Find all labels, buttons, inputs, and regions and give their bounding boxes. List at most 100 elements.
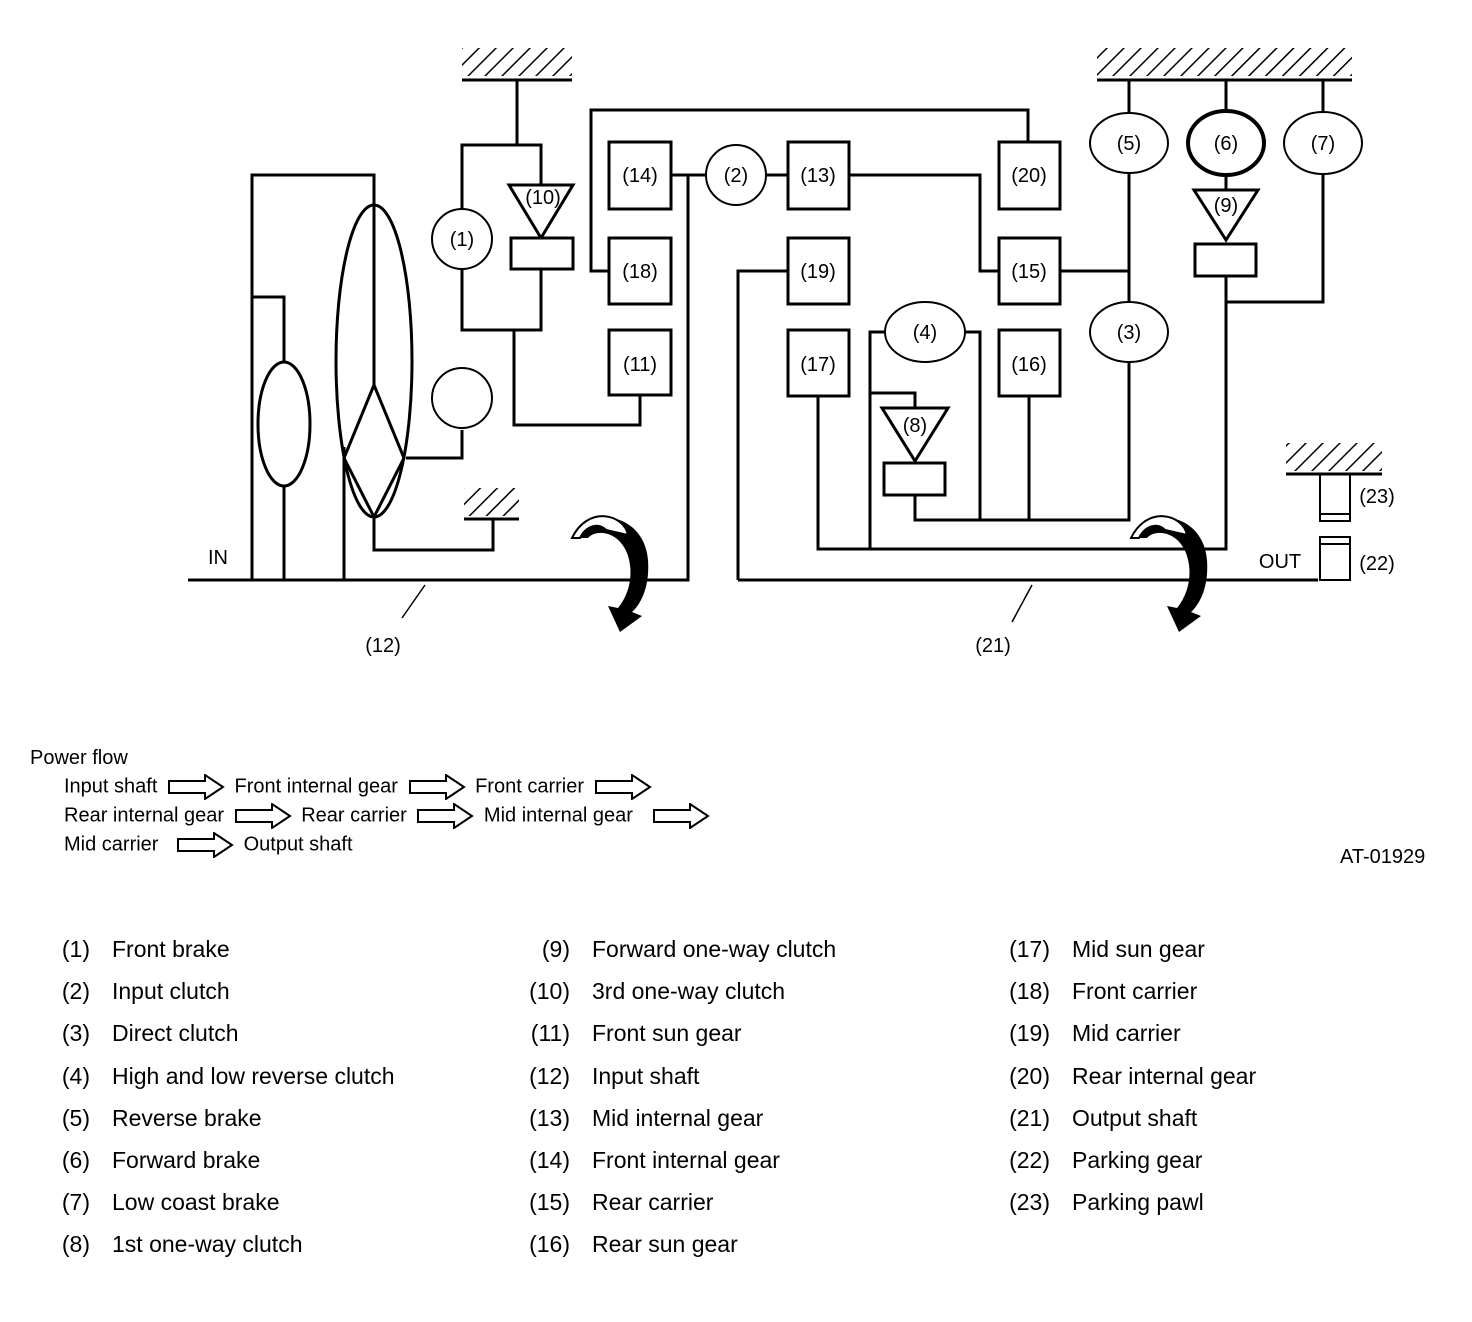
legend-item: (4)High and low reverse clutch	[30, 1061, 395, 1103]
legend-number: (9)	[541, 936, 570, 962]
legend-item: (17)Mid sun gear	[990, 934, 1256, 976]
legend-number: (16)	[529, 1231, 570, 1258]
legend-item: (21)Output shaft	[990, 1103, 1256, 1145]
forward-one-way-clutch	[1191, 188, 1261, 278]
legend-number: (11)	[530, 1020, 570, 1047]
legend-item: (2)Input clutch	[30, 976, 395, 1018]
front-brake	[431, 208, 493, 270]
legend-name: Rear carrier	[592, 1189, 714, 1216]
direct-clutch	[1089, 301, 1169, 363]
label-8: (8)	[903, 415, 927, 437]
power-flow-line-3: Mid carrier Output shaft	[64, 832, 353, 858]
legend-name: Mid internal gear	[592, 1104, 764, 1131]
legend-number: (4)	[61, 1062, 90, 1089]
parking-pawl	[1319, 474, 1351, 522]
high-low-reverse-clutch	[884, 301, 966, 363]
legend-number: (13)	[529, 1104, 570, 1131]
flow-arrow-icon	[177, 832, 234, 858]
legend-item: (22) Parking gear	[990, 1145, 1256, 1187]
label-3: (3)	[1117, 322, 1141, 344]
flow-step: Mid carrier	[64, 833, 159, 856]
legend-number: (12)	[529, 1062, 570, 1089]
label-10: (10)	[525, 187, 561, 209]
label-11: (11)	[623, 354, 657, 376]
3rd-one-way-clutch	[506, 183, 576, 271]
legend-name: 3rd one-way clutch	[592, 978, 786, 1005]
label-13: (13)	[800, 165, 836, 187]
legend-number: (5)	[61, 1104, 90, 1131]
label-23: (23)	[1359, 486, 1395, 508]
rotation-arrow	[1129, 515, 1208, 632]
reverse-brake	[1089, 112, 1169, 174]
legend-name: Front sun gear	[592, 1020, 742, 1047]
legend-name: Rear sun gear	[592, 1231, 738, 1258]
flow-step: Output shaft	[243, 833, 353, 856]
legend-item: (9)Forward one-way clutch	[510, 934, 836, 976]
legend-number: (18)	[1009, 978, 1050, 1005]
legend-item: (1)Front brake	[30, 934, 395, 976]
label-9: (9)	[1214, 195, 1238, 217]
legend-item: (15) Rear carrier	[510, 1187, 836, 1229]
flow-step: Rear internal gear	[64, 804, 225, 827]
rear-sun-gear	[997, 328, 1062, 398]
legend-number: (3)	[61, 1020, 90, 1047]
label-5: (5)	[1117, 133, 1141, 155]
legend-item: (12) Input shaft	[510, 1061, 836, 1103]
legend-name: Mid carrier	[1072, 1020, 1181, 1047]
label-6: (6)	[1214, 133, 1238, 155]
flow-step: Mid internal gear	[483, 804, 633, 827]
legend-number: (20)	[1009, 1062, 1050, 1089]
legend-name: Front brake	[112, 936, 230, 962]
1st-one-way-clutch	[879, 406, 951, 497]
flow-arrow-icon	[653, 803, 711, 829]
legend-item: (16) Rear sun gear	[510, 1229, 836, 1271]
ground-hatch	[1286, 443, 1382, 476]
low-coast-brake	[1283, 111, 1363, 175]
powertrain-schematic: (1) (2) (3) (4) (5) (6) (7) (8) (9) (10)…	[188, 48, 1395, 657]
legend-name: Parking gear	[1072, 1146, 1203, 1173]
legend-number: (21)	[1009, 1104, 1050, 1131]
flow-arrow-icon	[408, 774, 466, 800]
input-clutch	[705, 144, 767, 206]
label-1: (1)	[450, 229, 474, 251]
legend-item: (11) Front sun gear	[510, 1018, 836, 1060]
legend-number: (7)	[61, 1189, 90, 1216]
forward-brake	[1186, 109, 1266, 177]
legend-name: Reverse brake	[112, 1104, 262, 1131]
legend-item: (5) Reverse brake	[30, 1103, 395, 1145]
legend-item: (18) Front carrier	[990, 976, 1256, 1018]
flow-arrow-icon	[167, 774, 225, 800]
legend-name: Low coast brake	[112, 1189, 280, 1216]
legend-number: (23)	[1009, 1189, 1050, 1216]
label-22: (22)	[1359, 553, 1395, 575]
legend-number: (15)	[529, 1189, 570, 1216]
label-21: (21)	[975, 635, 1011, 657]
label-4: (4)	[913, 322, 937, 344]
legend-name: Rear internal gear	[1072, 1062, 1257, 1089]
rear-carrier	[997, 236, 1062, 306]
legend-name: Front carrier	[1072, 978, 1198, 1005]
flow-step: Input shaft	[64, 775, 158, 798]
torque-converter-ellipse	[256, 360, 312, 488]
legend-item: (19)Mid carrier	[990, 1018, 1256, 1060]
label-15: (15)	[1011, 261, 1047, 283]
component-labels: (1) (2) (3) (4) (5) (6) (7) (8) (9) (10)…	[208, 133, 1395, 657]
legend-name: 1st one-way clutch	[112, 1231, 303, 1258]
legend-item: (3) Direct clutch	[30, 1018, 395, 1060]
flow-step: Front internal gear	[234, 775, 398, 798]
label-20: (20)	[1011, 165, 1047, 187]
legend-name: Input shaft	[592, 1062, 700, 1089]
legend-number: (22)	[1009, 1146, 1050, 1173]
legend-name: Direct clutch	[112, 1020, 239, 1047]
label-16: (16)	[1011, 354, 1047, 376]
flow-step: Front carrier	[475, 775, 584, 798]
mid-sun-gear	[786, 328, 851, 398]
legend-number: (10)	[529, 978, 570, 1005]
mid-carrier	[786, 236, 851, 306]
legend-item: (8)1st one-way clutch	[30, 1229, 395, 1271]
label-17: (17)	[800, 354, 836, 376]
legend-number: (14)	[529, 1146, 570, 1173]
front-internal-gear	[607, 140, 673, 211]
legend-name: Parking pawl	[1072, 1189, 1204, 1216]
legend-name: Front internal gear	[592, 1146, 780, 1173]
